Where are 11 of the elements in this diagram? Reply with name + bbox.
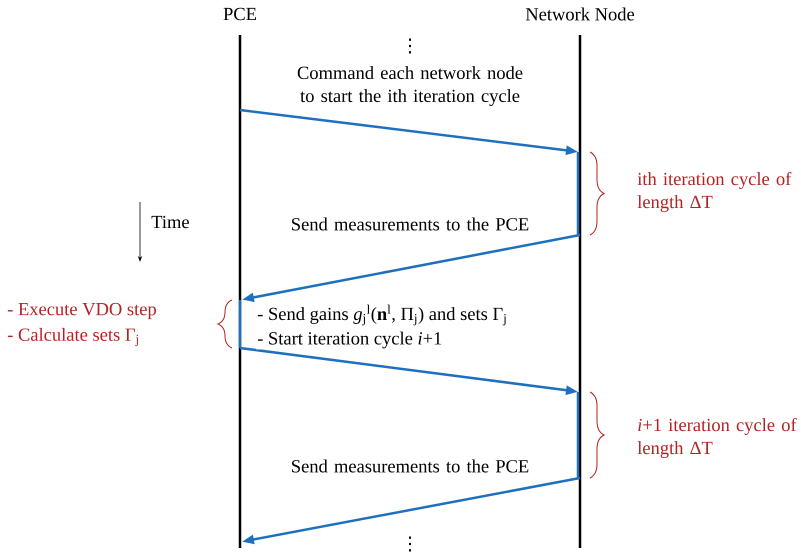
- edge-label: Send measurements to the PCE: [292, 460, 528, 473]
- lifeline: PCE: [224, 8, 256, 548]
- ellipsis: ⋮: [409, 38, 411, 54]
- ellipsis: ⋮: [409, 536, 411, 552]
- step-label: - Execute VDO step: [8, 302, 156, 320]
- time-label: Time: [152, 216, 189, 228]
- step-label: - Start iteration cycle i+1: [258, 332, 442, 348]
- edge-label: Command each network node to start the ith iteration cycle: [298, 66, 522, 106]
- step-label: - Calculate sets Γ$_{j}$: [8, 328, 138, 346]
- edge-label: - Send gains g$_{j}$$^{l}$(n$^{l}$, Π$_{j}$) and sets Γ$_{j}$: [258, 304, 506, 326]
- edge-label: Send measurements to the PCE: [292, 217, 528, 231]
